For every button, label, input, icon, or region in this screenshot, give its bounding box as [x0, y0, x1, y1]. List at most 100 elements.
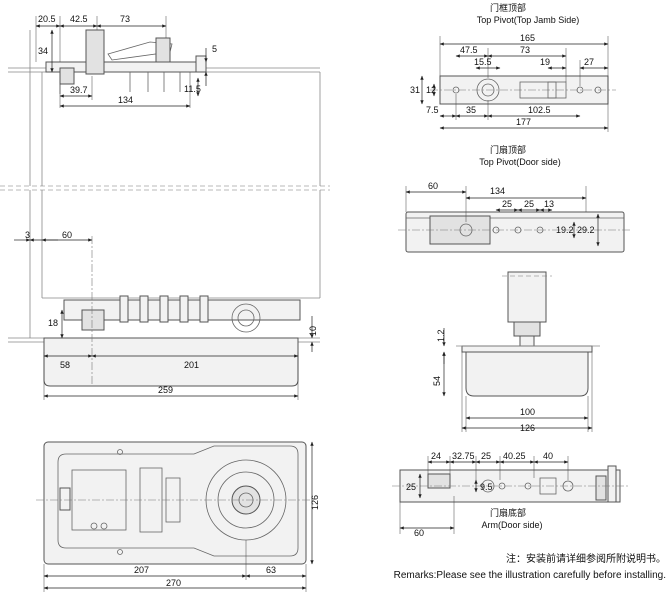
pivot-spindle	[81, 309, 105, 331]
dim-25: 25	[481, 451, 491, 461]
spindle-shoe-view: 1.2 54 100 126	[432, 271, 600, 433]
shoe-block	[513, 321, 541, 337]
title-arm-cn: 门扇底部	[490, 507, 526, 518]
title-top-jamb-en: Top Pivot(Top Jamb Side)	[477, 15, 580, 25]
dim-165: 165	[520, 33, 535, 43]
dim-100: 100	[520, 407, 535, 417]
dim-29-2: 29.2	[577, 225, 595, 235]
dim-11-5: 11.5	[184, 84, 201, 94]
strut	[199, 295, 209, 323]
screw-hole	[576, 86, 584, 94]
dim-25-arm: 25	[406, 482, 416, 492]
floor-cover	[461, 345, 593, 353]
dim-15-5: 15.5	[474, 57, 492, 67]
strut	[179, 295, 189, 323]
dim-73: 73	[520, 45, 530, 55]
arm-end-cap	[607, 465, 617, 503]
strut	[159, 295, 169, 323]
dim-25b: 25	[524, 199, 534, 209]
dim-9-5: 9.5	[480, 482, 493, 492]
lever-arm	[107, 41, 173, 61]
dim-207: 207	[134, 565, 149, 575]
dim-126: 126	[310, 495, 320, 510]
dim-19-2: 19.2	[556, 225, 574, 235]
dim-10: 10	[308, 326, 318, 336]
dim-259: 259	[158, 385, 173, 395]
pivot-pin	[59, 67, 75, 85]
mount-screw	[117, 549, 123, 555]
arm-end-bracket	[595, 475, 607, 501]
dim-47-5: 47.5	[460, 45, 478, 55]
shoe-box	[465, 351, 589, 397]
dim-40-25: 40.25	[503, 451, 526, 461]
adjust-screw	[90, 522, 98, 530]
floor-spring-front-view: 3 60 18 10 58 201 259	[8, 190, 321, 400]
dim-31: 31	[410, 85, 420, 95]
dim-102-5: 102.5	[528, 105, 551, 115]
pivot-hole	[481, 83, 495, 97]
strut	[139, 295, 149, 323]
arm-door-side-view: 24 32.75 25 40.25 40 25 9.5 60 门扇底部 Arm(…	[392, 451, 630, 538]
floor-spring-plan-view: 126 207 63 270	[36, 441, 320, 592]
cover-plate	[43, 441, 307, 565]
dim-126: 126	[520, 423, 535, 433]
dim-134: 134	[490, 186, 505, 196]
screw-hole	[452, 86, 460, 94]
lock-slot	[547, 81, 567, 99]
screw-hole	[594, 86, 602, 94]
dim-35: 35	[466, 105, 476, 115]
top-jamb-plate-view: 门框顶部 Top Pivot(Top Jamb Side) 165 47.5 7…	[410, 2, 616, 132]
dim-63: 63	[266, 565, 276, 575]
mount-screw	[117, 449, 123, 455]
dim-27: 27	[584, 57, 594, 67]
dim-7-5: 7.5	[426, 105, 439, 115]
pivot-block	[85, 29, 105, 75]
title-top-door-cn: 门扇顶部	[490, 144, 526, 155]
shoe-spindle	[519, 335, 535, 347]
dim-39-7: 39.7	[70, 85, 88, 95]
top-door-plate-view: 门扇顶部 Top Pivot(Door side) 60 134 25 25 1…	[398, 144, 630, 253]
title-top-jamb-cn: 门框顶部	[490, 2, 526, 13]
title-top-door-en: Top Pivot(Door side)	[479, 157, 561, 167]
side-bracket	[59, 487, 71, 511]
end-stop	[195, 55, 207, 73]
note-english: Remarks:Please see the illustration care…	[394, 570, 666, 581]
dim-58: 58	[60, 360, 70, 370]
lock-block	[155, 37, 171, 63]
spring-housing	[231, 303, 261, 333]
top-pivot-side-view: 20.5 42.5 73 34 5 39.7 134 11.5	[8, 14, 321, 186]
arm-block	[427, 473, 451, 489]
dim-5: 5	[212, 44, 217, 54]
strut	[119, 295, 129, 323]
dim-270: 270	[166, 578, 181, 588]
dim-1-2: 1.2	[436, 329, 446, 342]
dim-60: 60	[62, 230, 72, 240]
dim-32-75: 32.75	[452, 451, 475, 461]
dim-24: 24	[431, 451, 441, 461]
door-post	[507, 271, 547, 323]
slot	[519, 81, 557, 99]
dim-19: 19	[540, 57, 550, 67]
dim-201: 201	[184, 360, 199, 370]
dim-42-5: 42.5	[70, 14, 88, 24]
dim-134: 134	[118, 95, 133, 105]
dim-25a: 25	[502, 199, 512, 209]
adjust-screw	[100, 522, 108, 530]
dim-3: 3	[25, 230, 30, 240]
dim-73: 73	[120, 14, 130, 24]
body-outline	[57, 445, 299, 557]
dim-60: 60	[428, 181, 438, 191]
dim-60-arm: 60	[414, 528, 424, 538]
dim-12: 12	[426, 85, 436, 95]
title-arm-en: Arm(Door side)	[481, 520, 542, 530]
dim-18: 18	[48, 318, 58, 328]
dim-54: 54	[432, 376, 442, 386]
dim-177: 177	[516, 117, 531, 127]
dim-13: 13	[544, 199, 554, 209]
cement-box	[43, 337, 299, 387]
spring-core	[237, 309, 255, 327]
dim-40: 40	[543, 451, 553, 461]
dim-34: 34	[38, 46, 48, 56]
